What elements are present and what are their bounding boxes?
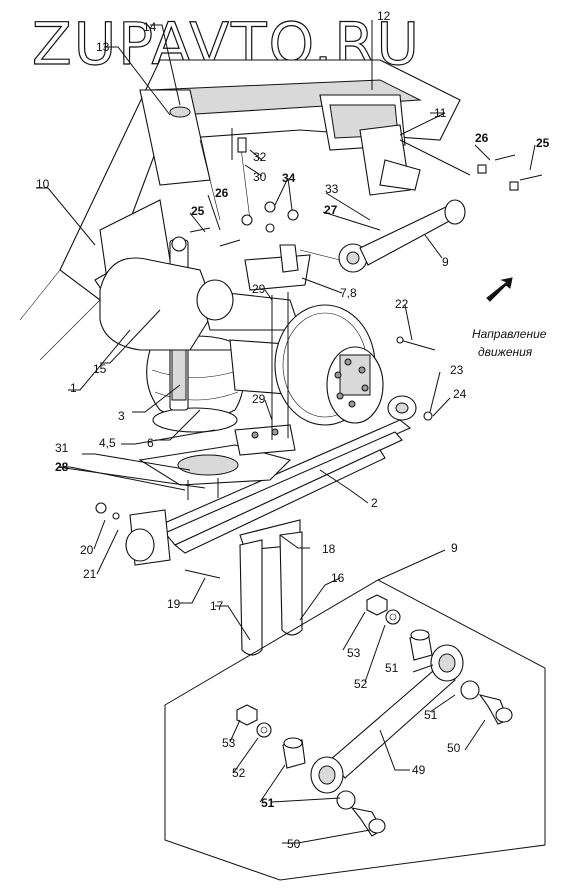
callout-15: 15	[93, 362, 107, 376]
u-bolts-lower	[239, 519, 303, 656]
callout-51-top: 51	[385, 661, 399, 675]
callout-13: 13	[96, 40, 110, 54]
callout-9-upper: 9	[442, 255, 449, 269]
callout-52-lower: 52	[232, 766, 246, 780]
clip-parts	[231, 128, 247, 160]
callout-9-detail: 9	[451, 541, 458, 555]
callout-16: 16	[331, 571, 345, 585]
callout-25-right: 25	[536, 136, 550, 150]
mounting-bolts	[187, 478, 219, 500]
callout-17: 17	[210, 599, 224, 613]
callout-22: 22	[395, 297, 409, 311]
brake-drum	[274, 304, 384, 426]
callout-50-bottom: 50	[287, 837, 301, 851]
callout-18: 18	[322, 542, 336, 556]
callout-29-lower: 29	[252, 392, 266, 406]
callout-50-right: 50	[447, 741, 461, 755]
callout-28: 28	[55, 460, 69, 474]
callout-53-lower: 53	[222, 736, 236, 750]
callout-27: 27	[324, 203, 338, 217]
u-bolt-rods	[271, 292, 289, 440]
callout-34: 34	[282, 171, 296, 185]
callout-51-bottom: 51	[261, 796, 275, 810]
leader-lines	[36, 20, 536, 844]
direction-label-line2: движения	[478, 345, 533, 359]
callout-21: 21	[83, 567, 97, 581]
torque-rod-upper	[299, 199, 466, 273]
callout-10: 10	[36, 177, 50, 191]
callout-30: 30	[253, 170, 267, 184]
spring-seat-plate	[138, 424, 296, 486]
callout-26-right: 26	[475, 131, 489, 145]
callout-labels: 14 13 12 11 26 25 32 30 10 26 34 33 25 2…	[36, 9, 550, 851]
callout-20: 20	[80, 543, 94, 557]
rear-bracket	[359, 124, 471, 196]
torque-rod-detail	[236, 594, 513, 837]
callout-11: 11	[434, 106, 447, 120]
callout-19: 19	[167, 597, 181, 611]
bolt-set-left	[189, 201, 299, 247]
direction-label-line1: Направление	[472, 327, 547, 341]
bolt-set-right	[477, 154, 543, 191]
callout-7-8: 7,8	[340, 286, 357, 300]
top-bracket	[244, 244, 311, 291]
callout-32: 32	[253, 150, 267, 164]
detail-callout-outline	[164, 549, 546, 881]
callout-6: 6	[147, 436, 154, 450]
callout-33: 33	[325, 182, 339, 196]
callout-2: 2	[371, 496, 378, 510]
direction-arrow-icon	[486, 277, 513, 302]
callout-4-5: 4,5	[99, 436, 116, 450]
callout-53-upper: 53	[347, 646, 361, 660]
callout-31: 31	[55, 441, 69, 455]
callout-52-upper: 52	[354, 677, 368, 691]
callout-29-upper: 29	[252, 282, 266, 296]
callout-51-mid: 51	[424, 708, 438, 722]
callout-24: 24	[453, 387, 467, 401]
callout-23: 23	[450, 363, 464, 377]
callout-25-left: 25	[191, 204, 205, 218]
callout-1: 1	[70, 381, 77, 395]
callout-12: 12	[377, 9, 391, 23]
bushing	[387, 395, 433, 421]
callout-14: 14	[143, 20, 157, 34]
callout-49: 49	[412, 763, 426, 777]
stud-bolt	[396, 336, 436, 351]
callout-3: 3	[118, 409, 125, 423]
callout-26-left: 26	[215, 186, 229, 200]
spring-hanger	[95, 502, 221, 579]
